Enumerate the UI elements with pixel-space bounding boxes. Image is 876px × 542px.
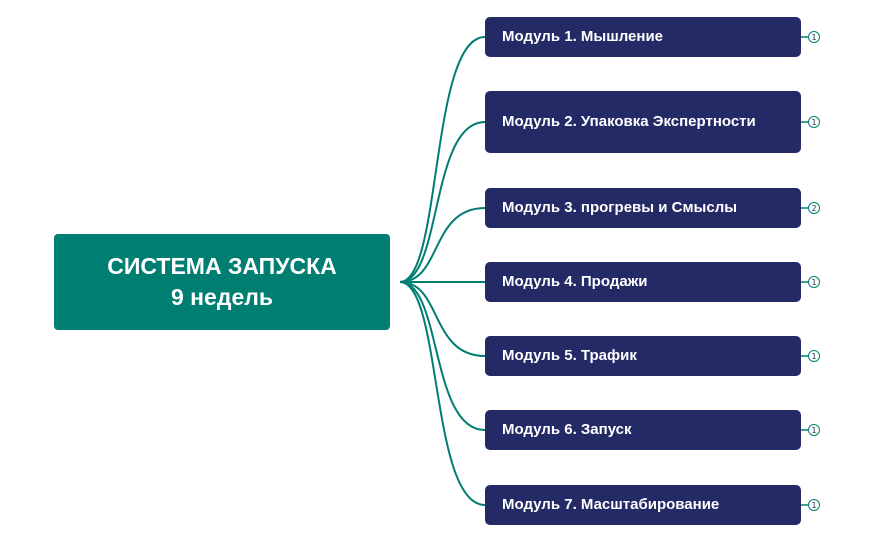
module-3-topic-count-badge[interactable]: 2 bbox=[808, 202, 820, 214]
module-5-topic-count-badge[interactable]: 1 bbox=[808, 350, 820, 362]
module-label: Модуль 6. Запуск bbox=[502, 421, 632, 438]
root-title: СИСТЕМА ЗАПУСКА bbox=[107, 253, 337, 279]
connector-line bbox=[399, 207, 486, 283]
root-subtitle: 9 недель bbox=[170, 284, 273, 310]
module-node-7[interactable]: Модуль 7. Масштабирование bbox=[485, 485, 801, 525]
connector-line bbox=[399, 281, 486, 357]
module-node-4[interactable]: Модуль 4. Продажи bbox=[485, 262, 801, 302]
connector-line bbox=[399, 281, 486, 431]
module-7-topic-count-badge[interactable]: 1 bbox=[808, 499, 820, 511]
module-label: Модуль 4. Продажи bbox=[502, 273, 648, 290]
module-label: Модуль 2. Упаковка Экспертности bbox=[502, 113, 756, 130]
module-label: Модуль 3. прогревы и Смыслы bbox=[502, 199, 738, 216]
module-4-topic-count-badge[interactable]: 1 bbox=[808, 276, 820, 288]
module-node-5[interactable]: Модуль 5. Трафик bbox=[485, 336, 801, 376]
connector-line bbox=[399, 281, 486, 506]
module-label: Модуль 5. Трафик bbox=[502, 347, 637, 364]
module-node-6[interactable]: Модуль 6. Запуск bbox=[485, 410, 801, 450]
root-node[interactable]: СИСТЕМА ЗАПУСКА 9 недель bbox=[54, 234, 390, 330]
connector-line bbox=[399, 121, 486, 283]
module-6-topic-count-badge[interactable]: 1 bbox=[808, 424, 820, 436]
module-1-topic-count-badge[interactable]: 1 bbox=[808, 31, 820, 43]
module-label: Модуль 1. Мышление bbox=[502, 28, 664, 45]
module-label: Модуль 7. Масштабирование bbox=[502, 496, 720, 513]
connector-line bbox=[399, 36, 486, 283]
module-node-2[interactable]: Модуль 2. Упаковка Экспертности bbox=[485, 91, 801, 153]
module-node-1[interactable]: Модуль 1. Мышление bbox=[485, 17, 801, 57]
module-node-3[interactable]: Модуль 3. прогревы и Смыслы bbox=[485, 188, 801, 228]
module-2-topic-count-badge[interactable]: 1 bbox=[808, 116, 820, 128]
